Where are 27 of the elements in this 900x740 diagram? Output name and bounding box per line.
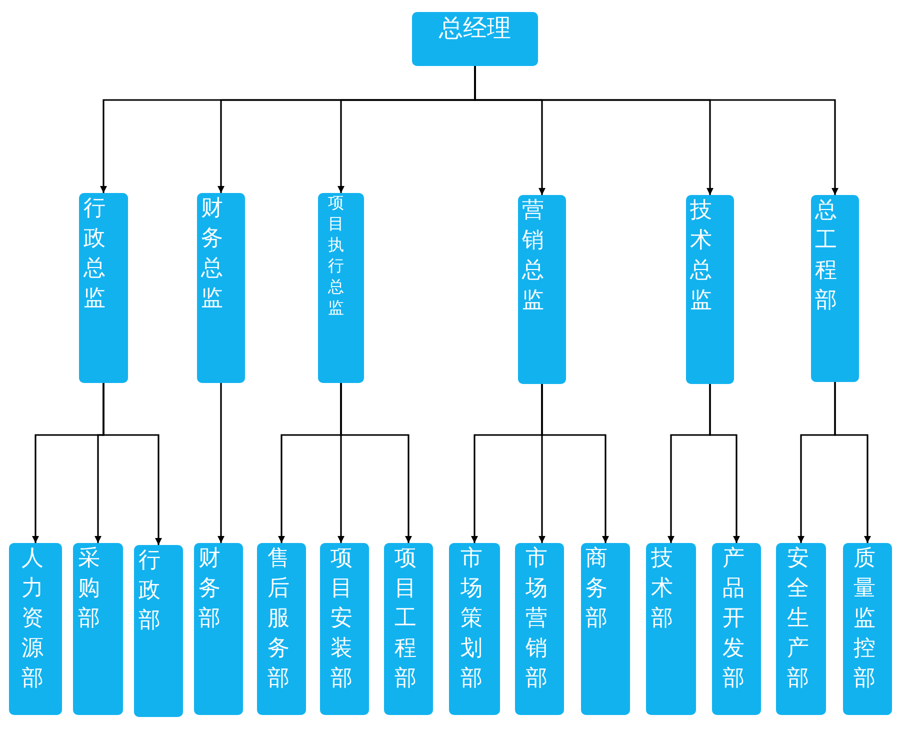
org-box: 项目执行总监 (318, 193, 364, 383)
connector-arrow (834, 382, 871, 543)
org-box: 行政总监 (79, 193, 128, 383)
org-box: 市场营销部 (515, 543, 564, 715)
org-box: 质量监控部 (843, 543, 892, 715)
connector-arrow (709, 384, 740, 543)
org-box: 营销总监 (518, 195, 566, 384)
org-box: 商务部 (581, 543, 630, 715)
org-box: 项目安装部 (320, 543, 369, 715)
org-box: 售后服务部 (257, 543, 306, 715)
connector-arrow (541, 384, 609, 543)
org-box: 行政部 (134, 545, 183, 717)
org-box: 总经理 (412, 12, 538, 66)
connector-arrow (218, 383, 224, 543)
org-box: 技术总监 (686, 195, 734, 384)
connector-arrow (340, 383, 412, 543)
org-box: 安全生产部 (776, 543, 826, 715)
org-box: 市场策划部 (449, 543, 500, 715)
org-box: 总工程部 (811, 195, 859, 382)
org-box: 产品开发部 (712, 543, 761, 715)
org-box: 技术部 (646, 543, 696, 715)
org-box: 人力资源部 (9, 543, 62, 715)
org-box: 财务部 (194, 543, 243, 715)
org-box: 财务总监 (197, 193, 245, 383)
org-box: 采购部 (73, 543, 123, 715)
org-box: 项目工程部 (384, 543, 433, 715)
connector-arrow (102, 383, 162, 545)
